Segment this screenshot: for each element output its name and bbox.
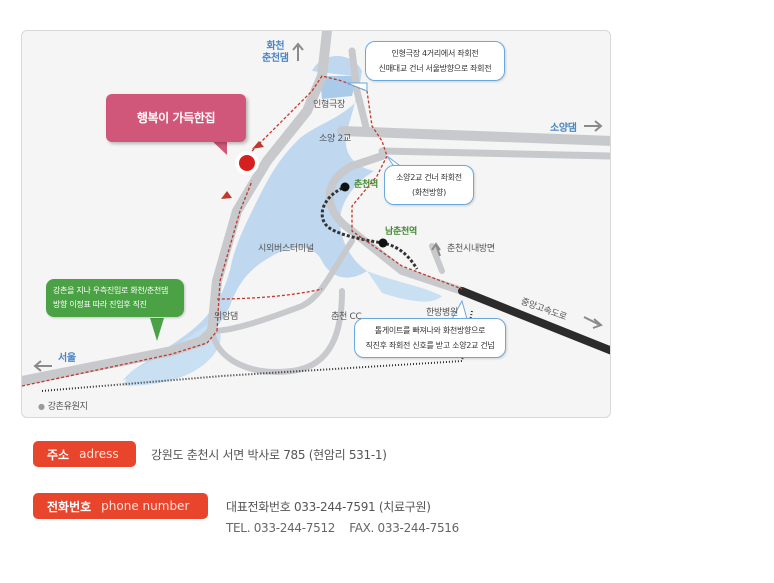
phone-badge: 전화번호 phone number [33,493,208,519]
callout-top-line-2: 신매대교 건너 서울방향으로 좌회전 [378,64,492,73]
map-graphic [22,31,610,392]
address-label-ko: 주소 [47,447,70,462]
arrow-ne-icon [431,242,441,257]
phone-main: 대표전화번호 033-244-7591 (치료구원) [226,500,431,514]
callout-middle: 소양2교 건너 좌회전 (화천방향) [384,165,474,205]
label-chuncheon-station: 춘천역 [354,180,378,190]
callout-bottom-line-1: 톨게이트를 빠져나와 화천방향으로 [374,326,486,335]
callout-bottom-line-2: 직진후 좌회전 신호를 받고 소양2교 건넘 [365,341,495,350]
location-map: 행복이 가득한집 화천 춘천댐 소양댐 중앙고속도로 서울 춘천시내방면 인형극… [21,30,611,418]
route-arrow-1 [252,141,264,149]
label-gangchon: 강촌유원지 [38,399,88,412]
chuncheon-station-dot [340,182,350,192]
arrow-west-icon [33,360,52,372]
label-uiam-dam: 의암댐 [214,312,238,322]
address-text: 강원도 춘천시 서면 박사로 785 (현암리 531-1) [151,447,387,462]
phone-label-ko: 전화번호 [47,499,92,514]
callout-left-line-2: 방향 이정표 따라 진입후 직진 [53,300,147,309]
callout-top: 인형극장 4거리에서 좌회전 신매대교 건너 서울방향으로 좌회전 [365,41,505,81]
phone-details: 대표전화번호 033-244-7591 (치료구원) TEL. 033-244-… [226,497,459,539]
address-badge: 주소 adress [33,441,136,467]
label-bus-terminal: 시외버스터미널 [258,244,314,254]
road-city-east [348,227,466,295]
address-label-en: adress [79,447,119,461]
river-east [367,271,442,302]
label-soyang2: 소양 2교 [319,134,351,144]
callout-left-line-1: 강촌을 지나 우측진입로 화천/춘천댐 [53,286,169,295]
phone-row: 전화번호 phone number 대표전화번호 033-244-7591 (치… [33,493,459,539]
route-arrow-2 [221,191,232,199]
callout-middle-line-1: 소양2교 건너 좌회전 [396,173,462,182]
lake-area [122,56,374,381]
namchuncheon-station-dot [378,238,388,248]
callout-tail-left [150,318,164,341]
label-inhyeong: 인형극장 [313,100,345,110]
arrow-north-icon [292,42,304,61]
label-west: 서울 [58,353,76,364]
arrow-east-icon [584,120,603,132]
label-north: 화천 춘천댐 [262,41,289,64]
road-west [22,326,217,386]
route-line-uiam [216,288,323,300]
callout-bottom: 톨게이트를 빠져나와 화천방향으로 직진후 좌회전 신호를 받고 소양2교 건넘 [354,318,506,358]
address-row: 주소 adress 강원도 춘천시 서면 박사로 785 (현암리 531-1) [33,441,387,467]
road-soyang [337,126,610,146]
expressway [458,287,610,355]
label-hanbang: 한방병원 [426,308,458,318]
callout-top-line-1: 인형극장 4거리에서 좌회전 [391,49,479,58]
destination-name: 행복이 가득한집 [136,111,216,125]
route-line-loop [251,75,388,157]
dest-bubble-tail [210,139,227,155]
road-curve-city [325,152,386,235]
road-east-north [429,243,445,274]
phone-label-en: phone number [101,499,190,513]
road-loop [209,288,345,375]
label-namchuncheon-station: 남춘천역 [385,227,417,237]
road-uiam [209,238,355,334]
arrow-se-icon [583,316,603,329]
destination-marker [237,153,257,173]
callout-left: 강촌을 지나 우측진입로 화천/춘천댐 방향 이정표 따라 진입후 직진 [46,279,184,317]
destination-label: 행복이 가득한집 [106,94,246,142]
north-water [320,76,357,99]
lower-road [41,310,473,392]
callout-middle-line-2: (화천방향) [412,188,446,197]
route-line-north [216,180,253,332]
label-northeast: 춘천시내방면 [447,244,495,254]
label-east: 소양댐 [550,123,577,134]
road-soyang-lower [378,147,610,160]
road-north2 [348,47,371,135]
phone-sub: TEL. 033-244-7512 FAX. 033-244-7516 [226,521,459,535]
route-line-west [22,330,218,387]
label-chuncheon-cc: 춘천 CC [331,312,362,322]
railway [320,184,419,270]
callout-tail-top [346,82,368,92]
